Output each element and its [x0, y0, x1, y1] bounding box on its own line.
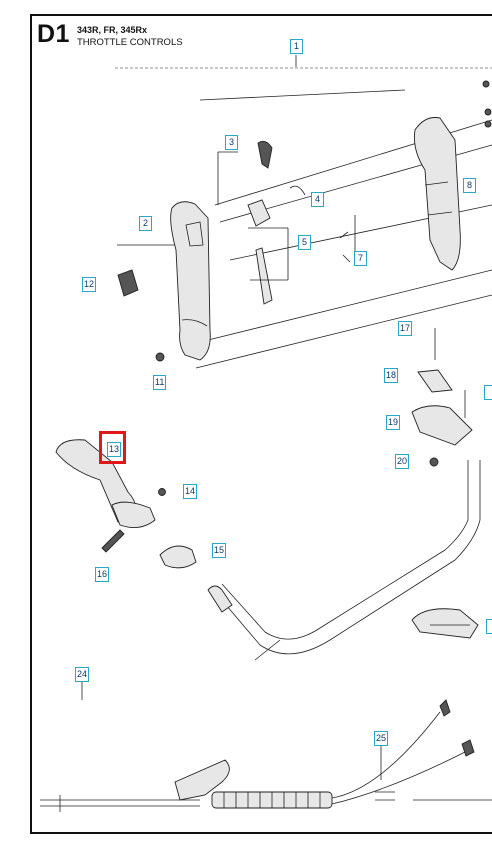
callout-18[interactable]: 18 [384, 368, 399, 383]
callout-1[interactable]: 1 [290, 39, 303, 54]
callout-5[interactable]: 5 [298, 235, 311, 250]
callout-20[interactable]: 20 [395, 454, 410, 469]
callout-17[interactable]: 17 [398, 321, 413, 336]
callout-3[interactable]: 3 [225, 135, 238, 150]
callout-15[interactable]: 15 [212, 543, 227, 558]
diagram-frame [30, 14, 492, 834]
section-code: D1 [37, 20, 70, 48]
callout-25[interactable]: 25 [374, 731, 389, 746]
callout-12[interactable]: 12 [82, 277, 97, 292]
callout-2[interactable]: 2 [139, 216, 152, 231]
callout-11[interactable]: 11 [153, 375, 167, 390]
callout-7[interactable]: 7 [354, 251, 367, 266]
callout-14[interactable]: 14 [183, 484, 198, 499]
model-list: 343R, FR, 345Rx [77, 25, 148, 35]
callout-8[interactable]: 8 [463, 178, 476, 193]
callout-19[interactable]: 19 [386, 415, 401, 430]
callout-partial-right[interactable] [486, 619, 492, 634]
highlight-box [99, 431, 126, 464]
callout-13[interactable]: 13 [107, 442, 122, 457]
callout-16[interactable]: 16 [95, 567, 110, 582]
callout-partial-21[interactable] [484, 385, 492, 400]
callout-24[interactable]: 24 [75, 667, 90, 682]
diagram-title: THROTTLE CONTROLS [77, 37, 183, 48]
callout-4[interactable]: 4 [311, 192, 324, 207]
